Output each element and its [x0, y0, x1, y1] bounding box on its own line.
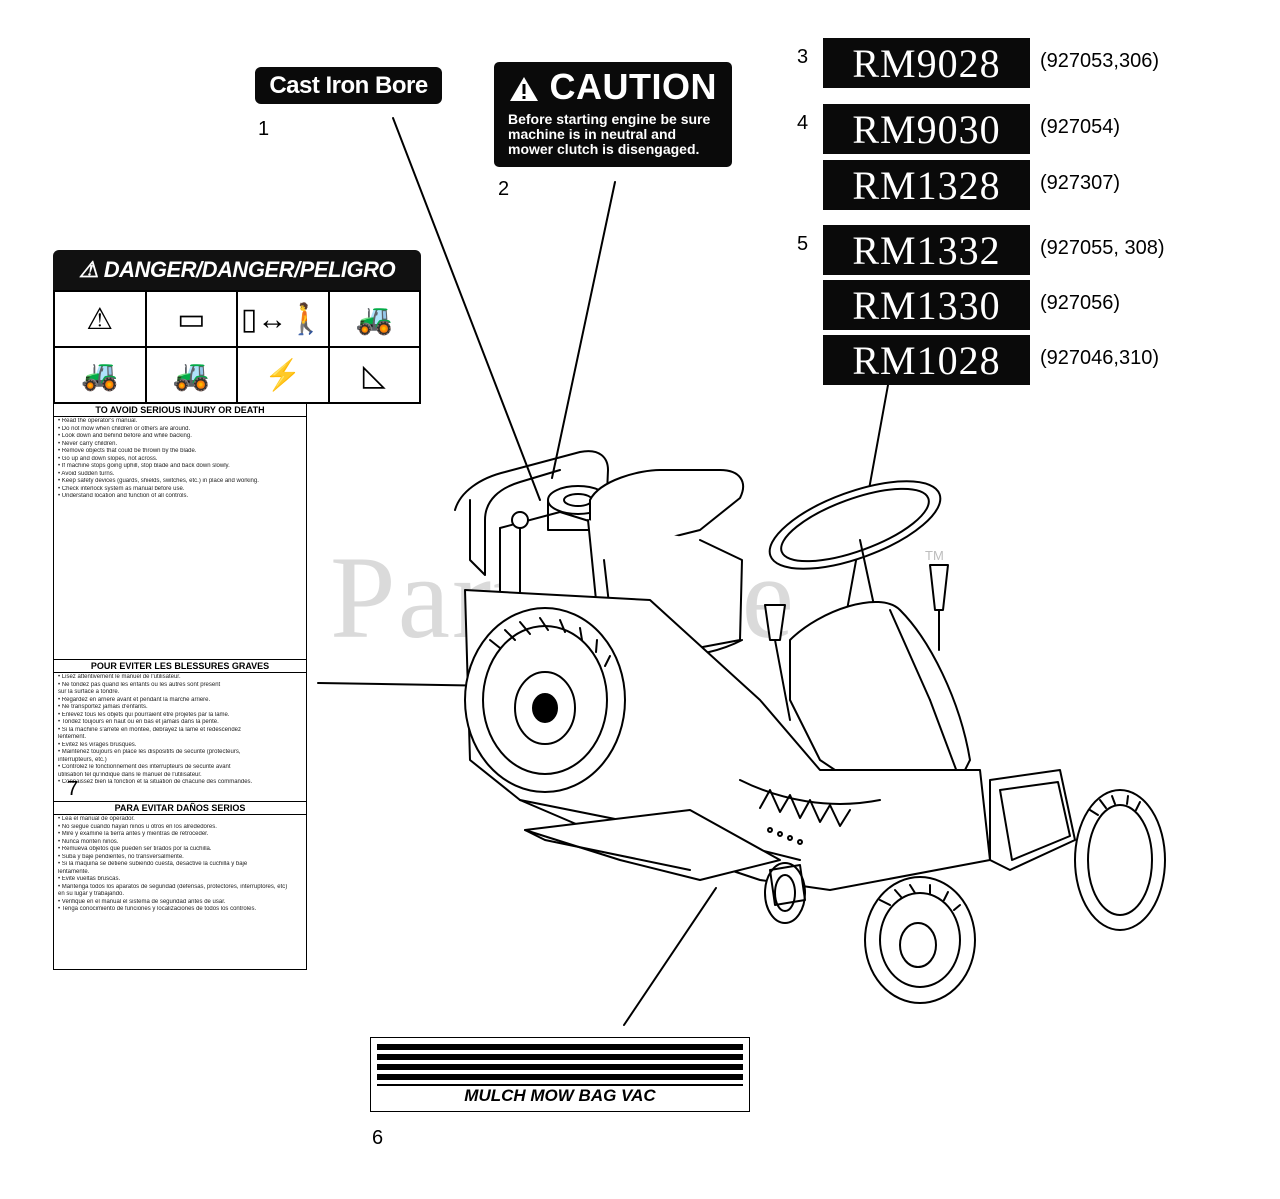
mulch-text: MULCH MOW BAG VAC — [464, 1086, 656, 1105]
danger-line: • Remueva objetos que pueden ser tirados… — [58, 846, 212, 852]
danger-line: • Remove objects that could be thrown by… — [58, 448, 197, 454]
watermark-trademark: TM — [925, 548, 944, 563]
cast-iron-bore-text: Cast Iron Bore — [269, 71, 428, 99]
part-number: (927053,306) — [1040, 50, 1159, 72]
caution-body: Before starting engine be sure machine i… — [508, 111, 711, 157]
danger-line: • Check interlock system as manual befor… — [58, 485, 185, 492]
caution-heading: CAUTION — [494, 66, 732, 108]
callout-7: 7 — [67, 778, 79, 800]
danger-line: • Tondez toujours en haut ou en bas et j… — [58, 719, 219, 725]
danger-line: • Do not mow when children or others are… — [58, 425, 191, 432]
part-number: (927056) — [1040, 292, 1121, 314]
danger-line: • Connaissez bien la fonction et la situ… — [58, 779, 253, 785]
danger-line: • Lisez attentivement le manuel de l'uti… — [58, 674, 181, 680]
danger-line: • Read the operator's manual. — [58, 418, 138, 424]
decal-stripe — [377, 1084, 743, 1086]
danger-line: • Nunca monten niños. — [58, 838, 119, 845]
read-manual-icon: ▭ — [145, 291, 237, 347]
danger-text-panel: TO AVOID SERIOUS INJURY OR DEATH• Read t… — [53, 402, 307, 970]
leader-line-6 — [623, 887, 717, 1026]
danger-line: interrupteurs, etc.) — [58, 756, 107, 763]
danger-line: • Controlez le fonctionnement des interr… — [58, 764, 231, 770]
danger-line: • Keep safety devices (guards, shields, … — [58, 478, 259, 484]
danger-line: sur la surface a tondre. — [58, 689, 120, 695]
model-decal-rm1028: RM1028 — [823, 335, 1030, 385]
caution-decal: CAUTION Before starting engine be sure m… — [494, 62, 732, 167]
model-decal-rm1330: RM1330 — [823, 280, 1030, 330]
danger-line: • Maintenez toujours en place les dispos… — [58, 749, 241, 755]
keep-away-icon: ▯↔🚶 — [237, 291, 329, 347]
danger-section-heading: TO AVOID SERIOUS INJURY OR DEATH — [54, 403, 306, 417]
danger-line: • Ne transportez jamais d'enfants. — [58, 704, 148, 710]
danger-line: • Suba y baje pendientes, no transversal… — [58, 853, 184, 860]
thrown-objects-icon: 🚜 — [328, 291, 420, 347]
danger-line: • Si la maquina se detiene subiendo cues… — [58, 861, 248, 867]
danger-line: • If machine stops going uphill, stop bl… — [58, 463, 230, 469]
warning-icon: ⚠ — [54, 291, 146, 347]
danger-line: • Ne tondez pas quand les enfants ou les… — [58, 681, 221, 688]
danger-section-text: • Read the operator's manual.• Do not mo… — [58, 418, 298, 501]
callout-5: 5 — [797, 233, 809, 255]
part-number: (927055, 308) — [1040, 237, 1165, 259]
danger-line: • Look down and behind before and while … — [58, 433, 192, 439]
callout-6: 6 — [372, 1127, 384, 1149]
model-decal-rm9030: RM9030 — [823, 104, 1030, 154]
warning-triangle-icon — [509, 77, 538, 101]
danger-line: lentamente. — [58, 868, 90, 875]
backing-icon: 🚜 — [54, 347, 146, 403]
danger-section-heading: PARA EVITAR DAÑOS SERIOS — [54, 801, 306, 815]
danger-line: • Mire y examine la tierra antes y mient… — [58, 831, 209, 837]
callout-1: 1 — [258, 118, 270, 140]
model-decal-rm1328: RM1328 — [823, 160, 1030, 210]
caution-heading-text: CAUTION — [549, 66, 717, 107]
danger-line: • Evite vueltas bruscas. — [58, 876, 121, 882]
danger-line: • Verifique en el manual el sistema de s… — [58, 898, 226, 905]
decal-stripe — [377, 1064, 743, 1070]
danger-line: • No siegue cuando hayan niños u otros e… — [58, 823, 217, 830]
decal-stripe — [377, 1054, 743, 1060]
callout-4: 4 — [797, 112, 809, 134]
slope-icon: ◺ — [328, 347, 420, 403]
danger-line: • Si la machine s'arrete en montee, debr… — [58, 726, 242, 733]
cast-iron-bore-decal: Cast Iron Bore — [255, 67, 442, 104]
danger-line: • Never carry children. — [58, 440, 118, 447]
danger-title: ⚠ DANGER/DANGER/PELIGRO — [53, 250, 421, 290]
model-decal-rm9028: RM9028 — [823, 38, 1030, 88]
danger-line: • Mantenga todos los aparatos de segurid… — [58, 883, 288, 890]
danger-pictograms: ⚠ ▭ ▯↔🚶 🚜 🚜 🚜 ⚡ ◺ — [53, 290, 421, 404]
part-number: (927046,310) — [1040, 347, 1159, 369]
danger-line: • Regardez en arriere avant et pendant l… — [58, 696, 211, 703]
danger-line: • Go up and down slopes, not across. — [58, 455, 158, 462]
callout-3: 3 — [797, 46, 809, 68]
blade-hazard-icon: ⚡ — [237, 347, 329, 403]
mulch-mow-bag-vac-decal: MULCH MOW BAG VAC — [370, 1037, 750, 1112]
danger-section-heading: POUR EVITER LES BLESSURES GRAVES — [54, 659, 306, 673]
no-riders-icon: 🚜 — [145, 347, 237, 403]
decal-stripe — [377, 1074, 743, 1080]
danger-section-text: • Lisez attentivement le manuel de l'uti… — [58, 674, 298, 787]
danger-line: • Tenga conocimiento de funciones y loca… — [58, 906, 257, 912]
decal-stripe — [377, 1044, 743, 1050]
callout-2: 2 — [498, 178, 510, 200]
danger-section-text: • Lea el manual de operador.• No siegue … — [58, 816, 298, 914]
part-number: (927307) — [1040, 172, 1121, 194]
part-number: (927054) — [1040, 116, 1121, 138]
leader-line-1 — [392, 117, 541, 501]
danger-line: lentement. — [58, 734, 87, 740]
leader-line-2 — [551, 181, 616, 479]
danger-line: • Enlevez tous les objets qui pourraient… — [58, 711, 230, 718]
danger-line: • Understand location and function of al… — [58, 493, 189, 499]
danger-line: • Avoid sudden turns. — [58, 470, 115, 477]
danger-line: • Lea el manual de operador. — [58, 816, 135, 822]
danger-line: utilisation tel qu'indique dans le manue… — [58, 771, 202, 778]
model-decal-rm1332: RM1332 — [823, 225, 1030, 275]
danger-line: en su lugar y trabajando. — [58, 891, 125, 897]
danger-line: • Evitez les virages brusques. — [58, 741, 137, 748]
